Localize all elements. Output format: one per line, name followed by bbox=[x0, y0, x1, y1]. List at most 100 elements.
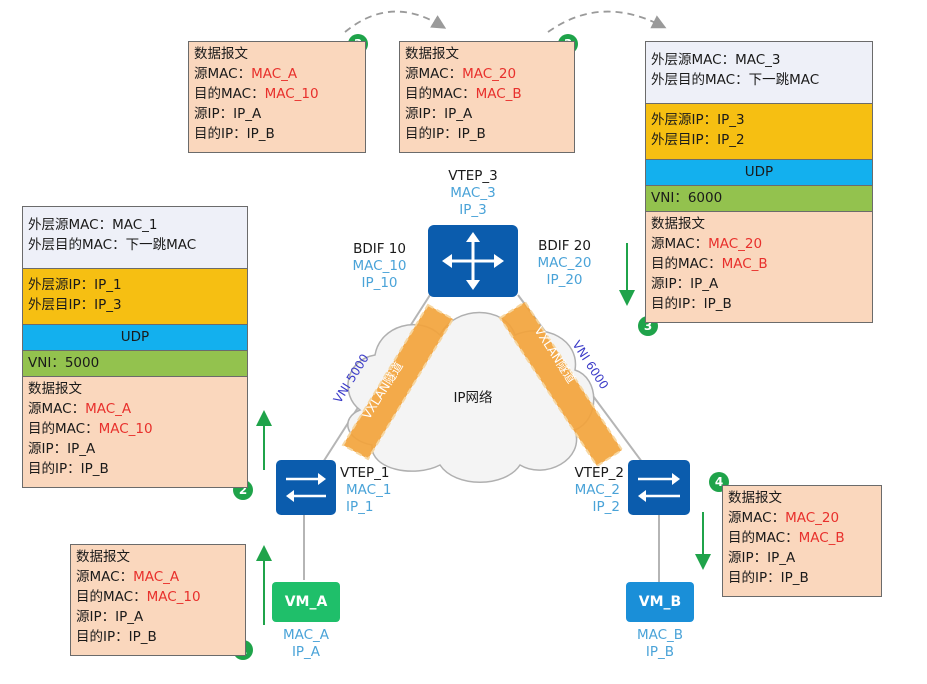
src-mac-row: 源MAC：MAC_A bbox=[76, 567, 240, 587]
outer-eth-section: 外层源MAC：MAC_1 外层目的MAC：下一跳MAC bbox=[23, 207, 247, 269]
outer-dst-mac: 外层目的MAC：下一跳MAC bbox=[651, 72, 820, 88]
vtep3-labels: VTEP_3 MAC_3 IP_3 bbox=[433, 168, 513, 219]
outer-ip-section: 外层源IP：IP_1 外层目IP：IP_3 bbox=[23, 269, 247, 325]
vtep2-name: VTEP_2 bbox=[574, 465, 625, 481]
dst-mac-row: 目的MAC：MAC_B bbox=[651, 254, 867, 274]
src-mac-label: 源MAC： bbox=[405, 66, 463, 82]
vtep3-mac: MAC_3 bbox=[450, 185, 496, 201]
bdif10-labels: BDIF 10 MAC_10 IP_10 bbox=[342, 241, 417, 292]
vm-a-mac: MAC_A bbox=[282, 627, 330, 643]
vtep1-name: VTEP_1 bbox=[340, 465, 390, 481]
vtep3-name: VTEP_3 bbox=[448, 168, 498, 184]
vni-section: VNI：5000 bbox=[23, 351, 247, 377]
payload-section: 数据报文 源MAC：MAC_20 目的MAC：MAC_B 源IP：IP_A 目的… bbox=[400, 42, 574, 152]
dst-mac-row: 目的MAC：MAC_10 bbox=[28, 419, 242, 439]
dst-ip-row: 目的IP：IP_B bbox=[28, 461, 109, 477]
src-ip-row: 源IP：IP_A bbox=[76, 609, 144, 625]
bdif20-name: BDIF 20 bbox=[538, 238, 591, 254]
vtep2-labels: VTEP_2 MAC_2 IP_2 bbox=[560, 465, 625, 516]
src-ip-row: 源IP：IP_A bbox=[194, 106, 262, 122]
packet-title: 数据报文 bbox=[405, 46, 459, 62]
outer-dst-mac: 外层目的MAC：下一跳MAC bbox=[28, 237, 197, 253]
src-mac-value: MAC_A bbox=[133, 569, 180, 585]
outer-src-mac: 外层源MAC：MAC_3 bbox=[651, 52, 781, 68]
vm-a-labels: MAC_A IP_A bbox=[272, 627, 340, 661]
bdif20-ip: IP_20 bbox=[546, 272, 583, 288]
cloud-label: IP网络 bbox=[453, 390, 493, 406]
vtep1-ip: IP_1 bbox=[346, 499, 374, 515]
outer-src-ip: 外层源IP：IP_1 bbox=[28, 277, 122, 293]
bdif10-name: BDIF 10 bbox=[353, 241, 406, 257]
vm-b[interactable]: VM_B bbox=[626, 582, 694, 622]
dst-mac-row: 目的MAC：MAC_10 bbox=[194, 84, 360, 104]
outer-ip-section: 外层源IP：IP_3 外层目IP：IP_2 bbox=[646, 104, 872, 160]
src-mac-label: 源MAC： bbox=[651, 236, 709, 252]
dst-mac-label: 目的MAC： bbox=[405, 86, 476, 102]
src-ip-row: 源IP：IP_A bbox=[728, 550, 796, 566]
src-mac-value: MAC_20 bbox=[785, 510, 840, 526]
packet-title: 数据报文 bbox=[728, 490, 782, 506]
dst-mac-value: MAC_10 bbox=[146, 589, 201, 605]
payload-section: 数据报文 源MAC：MAC_A 目的MAC：MAC_10 源IP：IP_A 目的… bbox=[71, 545, 245, 655]
udp-section: UDP bbox=[23, 325, 247, 351]
vm-a-ip: IP_A bbox=[291, 644, 321, 660]
dst-mac-row: 目的MAC：MAC_10 bbox=[76, 587, 240, 607]
dst-mac-label: 目的MAC： bbox=[728, 530, 799, 546]
packet-box-step3-encap: 外层源MAC：MAC_3 外层目的MAC：下一跳MAC 外层源IP：IP_3 外… bbox=[645, 41, 873, 323]
transfer-arrow-1 bbox=[344, 10, 447, 33]
src-mac-value: MAC_A bbox=[85, 401, 132, 417]
packet-title: 数据报文 bbox=[651, 216, 705, 232]
switch-icon[interactable] bbox=[276, 460, 336, 515]
src-mac-row: 源MAC：MAC_A bbox=[194, 64, 360, 84]
src-mac-row: 源MAC：MAC_20 bbox=[405, 64, 569, 84]
dst-mac-label: 目的MAC： bbox=[28, 421, 99, 437]
dst-mac-label: 目的MAC： bbox=[194, 86, 265, 102]
vni-section: VNI：6000 bbox=[646, 186, 872, 212]
payload-section: 数据报文 源MAC：MAC_A 目的MAC：MAC_10 源IP：IP_A 目的… bbox=[189, 42, 365, 152]
src-ip-row: 源IP：IP_A bbox=[405, 106, 473, 122]
dst-mac-value: MAC_B bbox=[721, 256, 768, 272]
packet-box-step2: 外层源MAC：MAC_1 外层目的MAC：下一跳MAC 外层源IP：IP_1 外… bbox=[22, 206, 248, 488]
dst-ip-row: 目的IP：IP_B bbox=[405, 126, 486, 142]
src-mac-label: 源MAC： bbox=[194, 66, 252, 82]
vm-b-mac: MAC_B bbox=[636, 627, 684, 643]
packet-title: 数据报文 bbox=[28, 381, 82, 397]
router-icon[interactable] bbox=[428, 225, 518, 297]
src-mac-row: 源MAC：MAC_20 bbox=[651, 234, 867, 254]
dst-ip-row: 目的IP：IP_B bbox=[194, 126, 275, 142]
packet-box-step3-decap: 数据报文 源MAC：MAC_A 目的MAC：MAC_10 源IP：IP_A 目的… bbox=[188, 41, 366, 153]
bdif20-mac: MAC_20 bbox=[537, 255, 592, 271]
vtep2-mac: MAC_2 bbox=[574, 482, 620, 498]
payload-section: 数据报文 源MAC：MAC_A 目的MAC：MAC_10 源IP：IP_A 目的… bbox=[23, 377, 247, 487]
src-mac-label: 源MAC： bbox=[728, 510, 786, 526]
outer-src-mac: 外层源MAC：MAC_1 bbox=[28, 217, 158, 233]
udp-section: UDP bbox=[646, 160, 872, 186]
dst-mac-value: MAC_10 bbox=[98, 421, 153, 437]
vtep2-ip: IP_2 bbox=[592, 499, 620, 515]
src-mac-row: 源MAC：MAC_20 bbox=[728, 508, 876, 528]
src-ip-row: 源IP：IP_A bbox=[651, 276, 719, 292]
outer-src-ip: 外层源IP：IP_3 bbox=[651, 112, 745, 128]
vtep1-labels: VTEP_1 MAC_1 IP_1 bbox=[340, 465, 400, 516]
outer-dst-ip: 外层目IP：IP_2 bbox=[651, 132, 745, 148]
dst-mac-row: 目的MAC：MAC_B bbox=[405, 84, 569, 104]
dst-mac-value: MAC_10 bbox=[264, 86, 319, 102]
src-mac-value: MAC_20 bbox=[462, 66, 517, 82]
src-mac-label: 源MAC： bbox=[76, 569, 134, 585]
packet-title: 数据报文 bbox=[76, 549, 130, 565]
outer-eth-section: 外层源MAC：MAC_3 外层目的MAC：下一跳MAC bbox=[646, 42, 872, 104]
bdif10-ip: IP_10 bbox=[361, 275, 398, 291]
src-ip-row: 源IP：IP_A bbox=[28, 441, 96, 457]
src-mac-value: MAC_20 bbox=[708, 236, 763, 252]
payload-section: 数据报文 源MAC：MAC_20 目的MAC：MAC_B 源IP：IP_A 目的… bbox=[723, 486, 881, 596]
bdif20-labels: BDIF 20 MAC_20 IP_20 bbox=[527, 238, 602, 289]
switch-icon[interactable] bbox=[628, 460, 690, 515]
src-mac-label: 源MAC： bbox=[28, 401, 86, 417]
vxlan-tunnel-left bbox=[341, 303, 455, 461]
vm-a[interactable]: VM_A bbox=[272, 582, 340, 622]
src-mac-value: MAC_A bbox=[251, 66, 298, 82]
dst-mac-row: 目的MAC：MAC_B bbox=[728, 528, 876, 548]
packet-box-step4: 数据报文 源MAC：MAC_20 目的MAC：MAC_B 源IP：IP_A 目的… bbox=[722, 485, 882, 597]
dst-mac-label: 目的MAC： bbox=[651, 256, 722, 272]
